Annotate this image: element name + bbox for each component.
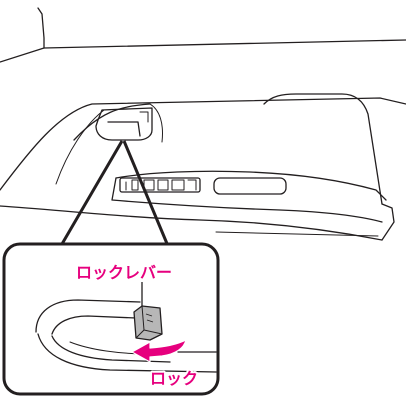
lock-direction-arrow [131,339,187,363]
lock-lever [133,305,163,341]
zoom-callout-box [2,242,220,396]
callout-lines [60,140,170,247]
door-window-frame [0,7,406,63]
window-switch-panel [119,177,287,195]
lock-label: ロック [150,369,198,388]
door-handle-upper [95,107,153,141]
door-panel [0,93,406,241]
lock-lever-label: ロックレバー [76,263,172,282]
